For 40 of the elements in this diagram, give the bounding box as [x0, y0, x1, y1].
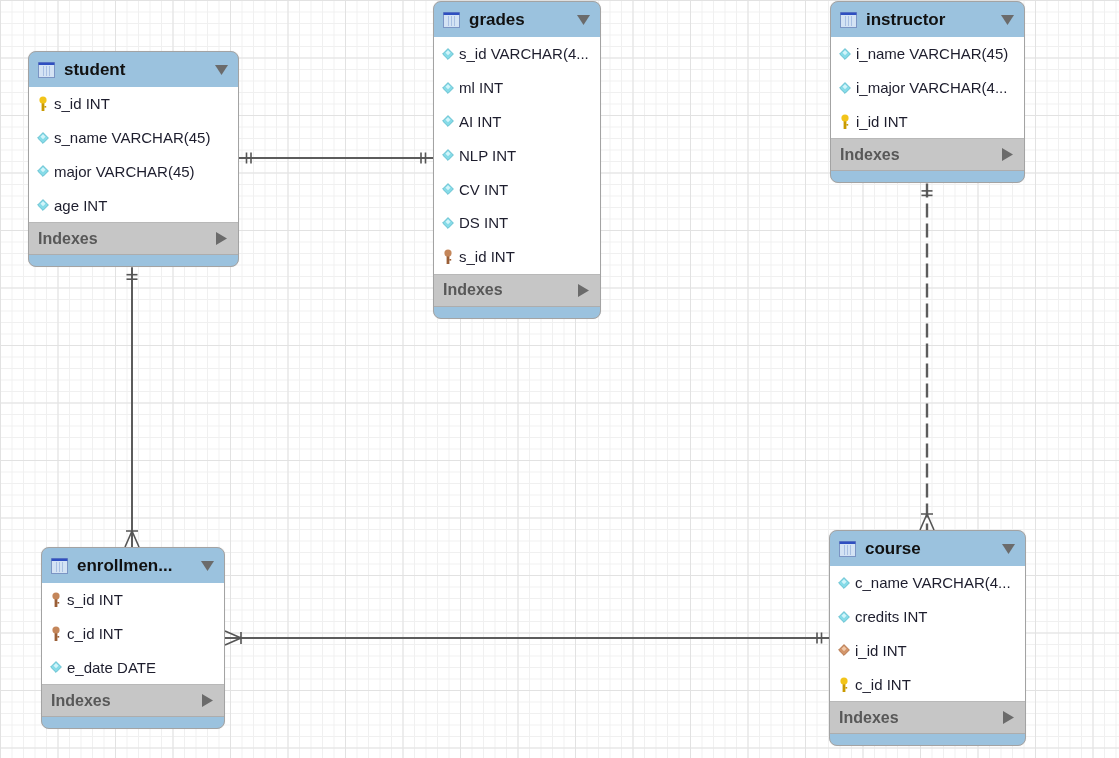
column-definition: NLP INT — [459, 146, 517, 164]
indexes-label: Indexes — [443, 281, 503, 300]
column-definition: c_id INT — [855, 675, 911, 693]
indexes-label: Indexes — [839, 708, 899, 727]
column-definition: s_id VARCHAR(4... — [459, 45, 589, 63]
table-name: grades — [469, 9, 525, 30]
table-name: instructor — [866, 9, 946, 30]
table-name: enrollmen... — [77, 555, 173, 576]
column-definition: age INT — [54, 196, 108, 214]
table-card — [433, 1, 601, 319]
column-definition: i_id INT — [856, 113, 908, 130]
indexes-label: Indexes — [38, 229, 98, 248]
column-definition: s_id INT — [67, 591, 123, 609]
column-definition: ml INT — [459, 79, 504, 97]
column-definition: AI INT — [459, 113, 502, 130]
column-definition: e_date DATE — [67, 659, 156, 676]
table-card — [829, 530, 1026, 747]
column-definition: i_name VARCHAR(45) — [856, 45, 1009, 63]
table-card — [830, 1, 1025, 184]
column-definition: i_major VARCHAR(4... — [856, 79, 1008, 97]
table-card — [41, 547, 225, 730]
column-definition: credits INT — [855, 608, 928, 626]
column-definition: s_id INT — [54, 95, 110, 113]
column-definition: c_id INT — [67, 625, 123, 643]
column-definition: c_name VARCHAR(4... — [855, 574, 1011, 592]
relationship-line — [224, 630, 830, 646]
relationship-line — [238, 152, 434, 164]
relationship-line — [124, 266, 140, 548]
indexes-label: Indexes — [51, 691, 111, 710]
column-definition: i_id INT — [855, 642, 907, 659]
column-definition: s_name VARCHAR(45) — [54, 129, 211, 147]
indexes-label: Indexes — [840, 145, 900, 164]
table-name: course — [865, 538, 921, 559]
column-definition: DS INT — [459, 214, 509, 232]
column-definition: major VARCHAR(45) — [54, 163, 195, 180]
column-definition: s_id INT — [459, 248, 515, 266]
column-definition: CV INT — [459, 180, 509, 198]
table-name: student — [64, 59, 126, 80]
relationship-line — [919, 183, 935, 531]
table-card — [28, 51, 239, 268]
